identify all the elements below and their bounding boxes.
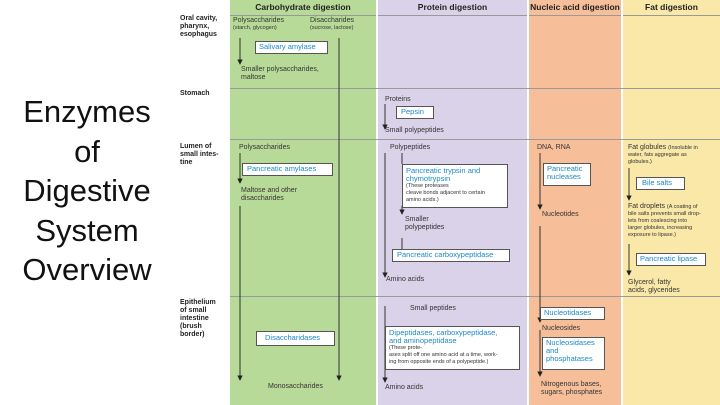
row-divider xyxy=(230,139,720,140)
proteins-label: Proteins xyxy=(385,96,411,103)
title-line: System xyxy=(35,212,139,248)
bile-salts-label: Bile salts xyxy=(642,178,673,187)
salivary-amylase-box: Salivary amylase xyxy=(255,41,328,54)
dipeptidases-box: Dipeptidases, carboxypeptidase, and amin… xyxy=(385,326,520,370)
row-label-oral: Oral cavity,pharynx,esophagus xyxy=(180,15,218,38)
lipase-box: Pancreatic lipase xyxy=(636,253,706,266)
disaccharidases-box: Disaccharidases xyxy=(256,331,335,346)
nucleic-header: Nucleic acid digestion xyxy=(529,0,621,16)
row-label-stomach: Stomach xyxy=(180,90,210,97)
pepsin-box: Pepsin xyxy=(396,106,434,119)
nucleotides-label: Nucleotides xyxy=(542,211,579,218)
polysaccharides-label: Polysaccharides (starch, glycogen) xyxy=(233,17,284,31)
dipeptidases-label: Dipeptidases, carboxypeptidase, xyxy=(389,328,498,337)
slide-title: Enzymes of Digestive System Overview xyxy=(4,92,170,290)
nucleosidases-box: Nucleosidases and phosphatases xyxy=(542,337,605,370)
small-polypeptides-label: Small polypeptides xyxy=(385,127,444,134)
protein-header: Protein digestion xyxy=(378,0,527,16)
amino-acids-label: Amino acids xyxy=(386,276,425,283)
disaccharidases-label: Disaccharidases xyxy=(265,333,321,342)
smaller-polysaccharides-label: Smaller polysaccharides,maltose xyxy=(241,66,319,81)
polysaccharides-lumen-label: Polysaccharides xyxy=(239,144,290,151)
title-line: Overview xyxy=(22,252,152,287)
nucleotidases-box: Nucleotidases xyxy=(540,307,605,320)
bile-salts-box: Bile salts xyxy=(636,177,685,190)
carboxypeptidase-label: Pancreatic carboxypeptidase xyxy=(397,250,494,259)
lipase-label: Pancreatic lipase xyxy=(640,254,698,263)
salivary-amylase-label: Salivary amylase xyxy=(259,42,316,51)
carboxypeptidase-box: Pancreatic carboxypeptidase xyxy=(392,249,510,262)
title-line: of xyxy=(74,133,100,169)
nucleases-label: Pancreatic xyxy=(547,164,583,173)
title-line: Digestive xyxy=(23,173,151,208)
small-peptides-label: Small peptides xyxy=(410,305,456,312)
pancreatic-amylases-label: Pancreatic amylases xyxy=(247,164,317,173)
nucleotidases-label: Nucleotidases xyxy=(544,308,592,317)
disaccharides-label: Disaccharides (sucrose, lactose) xyxy=(310,17,354,31)
nucleases-box: Pancreatic nucleases xyxy=(543,163,591,186)
trypsin-box: Pancreatic trypsin and chymotrypsin (The… xyxy=(402,164,508,208)
polypeptides-label: Polypeptides xyxy=(390,144,431,151)
fat-droplets-label: Fat droplets (A coating of bile salts pr… xyxy=(628,203,701,238)
nucleosidases-label: Nucleosidases xyxy=(546,338,595,347)
dna-rna-label: DNA, RNA xyxy=(537,144,571,151)
row-divider xyxy=(230,296,720,297)
fat-header: Fat digestion xyxy=(623,0,720,16)
fat-globules-label: Fat globules (Insoluble in water, fats a… xyxy=(628,144,698,165)
digestion-diagram: Carbohydrate digestion Protein digestion… xyxy=(176,0,720,405)
fat-column xyxy=(623,15,720,405)
nucleic-final-label: Nitrogenous bases,sugars, phosphates xyxy=(541,381,603,396)
flow-arrows xyxy=(237,38,632,383)
dipeptidases-note: (These prote-ases split off one amino ac… xyxy=(389,345,498,365)
monosaccharides-label: Monosaccharides xyxy=(268,383,323,390)
pancreatic-amylases-box: Pancreatic amylases xyxy=(242,163,333,176)
row-divider xyxy=(230,88,720,89)
carbohydrate-header: Carbohydrate digestion xyxy=(230,0,376,16)
nucleosides-label: Nucleosides xyxy=(542,325,581,332)
amino-acids-final-label: Amino acids xyxy=(385,384,424,391)
pepsin-label: Pepsin xyxy=(401,107,424,116)
trypsin-label: Pancreatic trypsin and xyxy=(406,166,481,175)
title-line: Enzymes xyxy=(23,94,151,129)
